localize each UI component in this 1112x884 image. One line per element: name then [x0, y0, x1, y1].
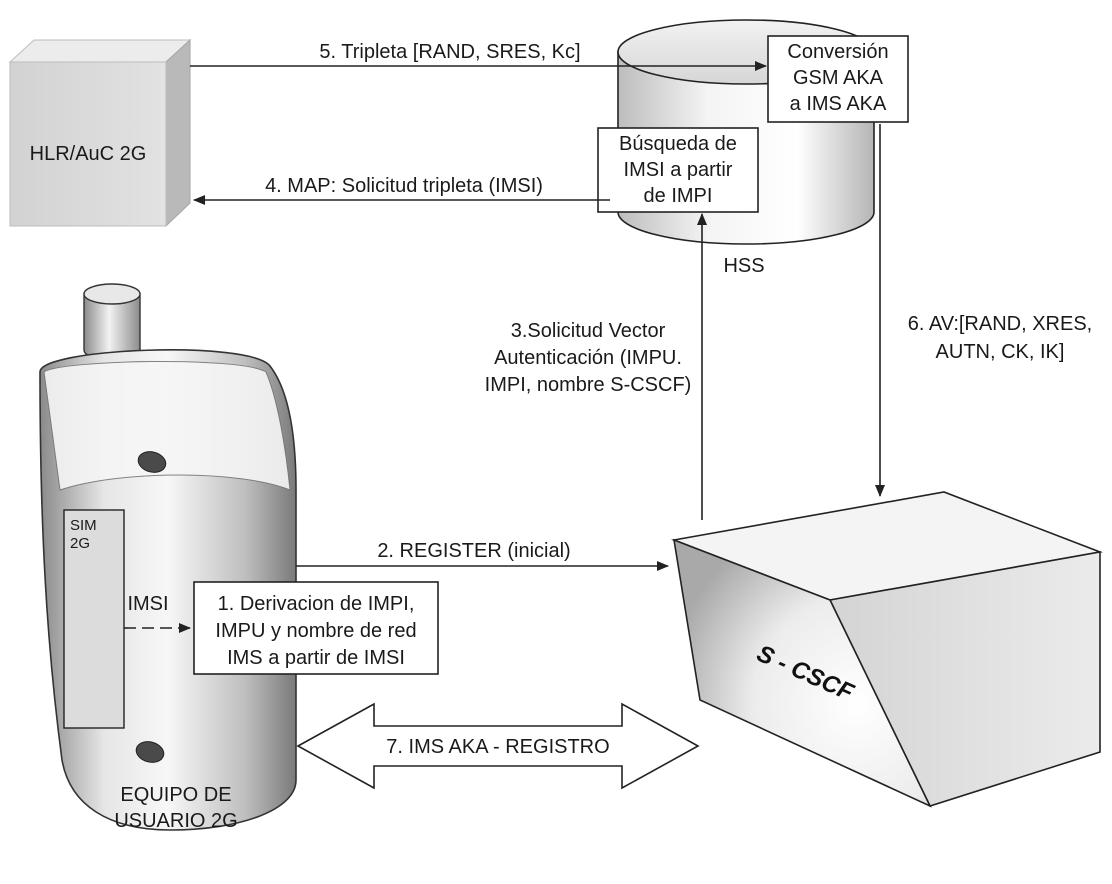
message-7: 7. IMS AKA - REGISTRO [296, 702, 700, 790]
hss-conversion-box: Conversión GSM AKA a IMS AKA [767, 35, 909, 123]
hlr-cube-top [8, 39, 192, 63]
hlr-label: HLR/AuC 2G [30, 143, 147, 165]
scscf-front-face [672, 538, 932, 808]
lookup-box-frame [597, 127, 759, 213]
sim-label-line-2: 2G [70, 535, 90, 552]
derivation-line-3: IMS a partir de IMSI [227, 647, 405, 669]
phone-antenna-top [83, 283, 141, 305]
message-6-line-1: 6. AV:[RAND, XRES, [908, 313, 1093, 335]
sim-card [63, 509, 125, 729]
message-7-label: 7. IMS AKA - REGISTRO [386, 736, 609, 758]
conversion-line-1: Conversión [787, 41, 888, 63]
hlr-cube-front [9, 61, 167, 227]
lookup-line-3: de IMPI [644, 185, 713, 207]
conversion-line-2: GSM AKA [793, 67, 884, 89]
message-6-line-2: AUTN, CK, IK] [936, 341, 1065, 363]
derivation-box: 1. Derivacion de IMPI, IMPU y nombre de … [193, 581, 439, 675]
derivation-line-1: 1. Derivacion de IMPI, [218, 593, 415, 615]
message-4-label: 4. MAP: Solicitud tripleta (IMSI) [265, 175, 543, 197]
message-5: 5. Tripleta [RAND, SRES, Kc] [190, 41, 767, 71]
message-4: 4. MAP: Solicitud tripleta (IMSI) [193, 175, 610, 205]
message-6: 6. AV:[RAND, XRES, AUTN, CK, IK] [875, 124, 1093, 497]
hss-label: HSS [723, 255, 764, 277]
hlr-auc-node: HLR/AuC 2G [8, 38, 192, 228]
phone-top-button [137, 451, 167, 473]
message-2-label: 2. REGISTER (inicial) [377, 540, 570, 562]
scscf-node: S - CSCF [671, 491, 1103, 808]
message-3-line-3: IMPI, nombre S-CSCF) [485, 374, 692, 396]
lookup-line-1: Búsqueda de [619, 133, 737, 155]
conversion-box-frame [767, 35, 909, 123]
derivation-box-frame [193, 581, 439, 675]
message-3-line-1: 3.Solicitud Vector [511, 320, 666, 342]
lookup-line-2: IMSI a partir [624, 159, 733, 181]
user-equipment-phone: SIM 2G IMSI EQUIPO DE USUARIO 2G [39, 283, 297, 832]
hss-lookup-box: Búsqueda de IMSI a partir de IMPI [597, 127, 759, 213]
hlr-cube-side [165, 38, 191, 228]
ue-label-line-1: EQUIPO DE [120, 784, 231, 806]
message-3: 3.Solicitud Vector Autenticación (IMPU. … [485, 213, 707, 520]
phone-bottom-button [135, 741, 165, 763]
message-2: 2. REGISTER (inicial) [296, 540, 669, 571]
imsi-label: IMSI [127, 593, 168, 615]
conversion-line-3: a IMS AKA [790, 93, 887, 115]
message-7-double-arrow [296, 702, 700, 790]
derivation-line-2: IMPU y nombre de red [215, 620, 416, 642]
ue-label-line-2: USUARIO 2G [114, 810, 237, 832]
sim-label-line-1: SIM [70, 517, 97, 534]
message-3-line-2: Autenticación (IMPU. [494, 347, 682, 369]
message-5-label: 5. Tripleta [RAND, SRES, Kc] [319, 41, 580, 63]
phone-top-highlight [43, 360, 291, 491]
